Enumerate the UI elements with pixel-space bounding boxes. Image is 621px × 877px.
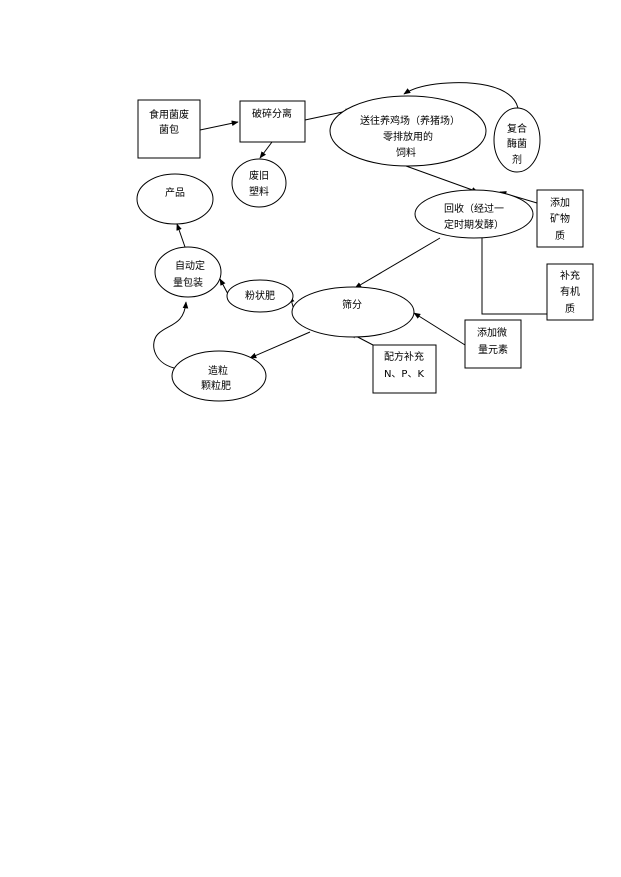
node-waste-bags-line-2: 菌包: [159, 123, 179, 136]
node-compound-enzyme-line-3: 剂: [512, 153, 522, 166]
node-powder-fertilizer-line-1: 粉状肥: [245, 289, 275, 302]
node-screening: 筛分: [291, 286, 415, 338]
node-product-line-1: 产品: [165, 186, 185, 199]
node-formula-npk: 配方补充 N、P、K: [372, 344, 437, 394]
node-screening-line-1: 筛分: [342, 298, 362, 311]
node-waste-plastic-line-2: 塑料: [249, 185, 269, 198]
node-compound-enzyme: 复合 酶菌 剂: [493, 107, 541, 173]
node-auto-pack-line-1: 自动定: [175, 259, 205, 272]
node-powder-fertilizer: 粉状肥: [226, 279, 294, 313]
arrow-granulate-to-pack: [153, 301, 189, 369]
node-granulate-line-1: 造粒: [208, 364, 228, 377]
node-formula-npk-line-2: N、P、K: [384, 369, 425, 380]
node-add-trace-line-1: 添加微: [477, 326, 507, 339]
arrow-recycle-to-screening: [354, 237, 441, 289]
node-waste-plastic: 废旧 塑料: [231, 158, 287, 208]
edges: [153, 82, 547, 369]
node-product: 产品: [136, 173, 214, 225]
node-recycle-ferment-line-1: 回收（经过一: [444, 202, 504, 215]
node-recycle-ferment-line-2: 定时期发酵）: [444, 218, 504, 231]
node-waste-bags-line-1: 食用菌废: [149, 108, 189, 121]
node-add-organic-line-2: 有机: [560, 285, 580, 298]
arrow-screening-to-granulate: [249, 331, 311, 359]
arrow-feed-to-recycle: [405, 165, 479, 193]
node-add-organic: 补充 有机 质: [546, 263, 594, 321]
node-add-organic-line-3: 质: [565, 303, 575, 315]
arrow-pack-to-product: [176, 223, 186, 248]
node-compound-enzyme-line-1: 复合: [507, 122, 527, 135]
node-waste-plastic-line-1: 废旧: [249, 169, 269, 182]
node-add-mineral-line-1: 添加: [550, 196, 570, 209]
arrow-organic-to-recycle: [479, 202, 547, 315]
node-waste-bags: 食用菌废 菌包: [137, 99, 201, 159]
node-crush-separate: 破碎分离: [239, 100, 306, 143]
node-granulate: 造粒 颗粒肥: [171, 350, 267, 402]
node-add-mineral: 添加 矿物 质: [536, 189, 584, 248]
node-add-trace: 添加微 量元素: [464, 319, 522, 369]
node-auto-pack-line-2: 量包装: [173, 276, 203, 289]
node-farm-feed-line-2: 零排放用的: [383, 130, 433, 143]
node-auto-pack: 自动定 量包装: [154, 246, 222, 298]
node-add-organic-line-1: 补充: [560, 269, 580, 282]
arrow-bags-to-crush: [199, 120, 239, 131]
node-farm-feed-line-1: 送往养鸡场（养猪场）: [360, 114, 460, 127]
node-add-mineral-line-3: 质: [555, 230, 565, 242]
node-farm-feed: 送往养鸡场（养猪场） 零排放用的 饲料: [329, 95, 487, 167]
node-farm-feed-line-3: 饲料: [396, 146, 416, 159]
arrow-crush-to-plastic: [259, 141, 273, 159]
arrow-trace-to-screening: [413, 312, 466, 346]
node-add-trace-line-2: 量元素: [478, 343, 508, 356]
arrow-enzyme-to-feed: [403, 82, 519, 109]
node-recycle-ferment: 回收（经过一 定时期发酵）: [414, 189, 534, 239]
node-add-mineral-line-2: 矿物: [550, 212, 570, 225]
node-granulate-line-2: 颗粒肥: [201, 379, 231, 392]
node-compound-enzyme-line-2: 酶菌: [507, 137, 527, 150]
node-formula-npk-line-1: 配方补充: [384, 350, 424, 363]
node-crush-separate-line-1: 破碎分离: [252, 107, 292, 120]
